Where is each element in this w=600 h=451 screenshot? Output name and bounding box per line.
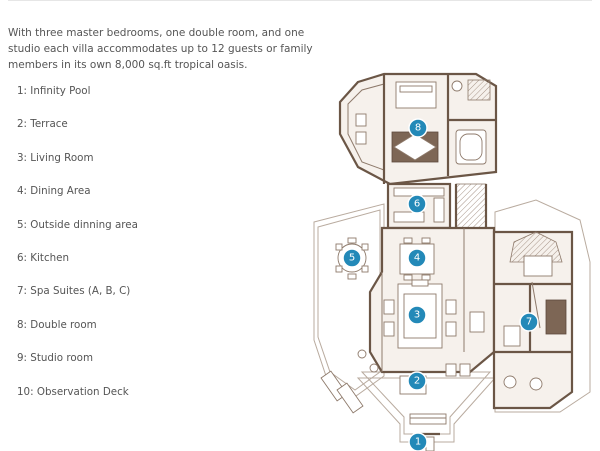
legend-item-outside-dining: 5: Outside dinning area <box>17 218 138 231</box>
deck-outline <box>313 199 591 443</box>
marker-spa-suites: 7 <box>519 312 539 332</box>
svg-text:3: 3 <box>414 310 420 321</box>
legend-item-dining-area: 4: Dining Area <box>17 185 91 198</box>
marker-dining-area: 4 <box>407 248 427 268</box>
legend-item-kitchen: 6: Kitchen <box>17 251 69 264</box>
outside-dining-area <box>335 237 369 280</box>
svg-text:6: 6 <box>414 199 420 210</box>
legend-item-infinity-pool: 1: Infinity Pool <box>17 85 91 97</box>
svg-text:7: 7 <box>526 317 532 328</box>
intro-paragraph: With three master bedrooms, one double r… <box>8 26 313 71</box>
svg-text:5: 5 <box>349 253 355 264</box>
room-legend: 1: Infinity Pool 2: Terrace 3: Living Ro… <box>17 84 138 418</box>
svg-text:8: 8 <box>415 123 421 134</box>
svg-text:2: 2 <box>414 376 420 387</box>
legend-item-terrace: 2: Terrace <box>17 118 68 131</box>
marker-living-room: 3 <box>407 305 427 325</box>
legend-item-living-room: 3: Living Room <box>17 151 94 164</box>
top-divider <box>8 0 592 1</box>
marker-terrace: 2 <box>407 371 427 391</box>
svg-text:1: 1 <box>415 437 421 448</box>
main-pavilion <box>368 226 496 374</box>
legend-item-studio-room: 9: Studio room <box>17 352 93 365</box>
marker-kitchen: 6 <box>407 194 427 214</box>
svg-text:4: 4 <box>414 253 420 264</box>
marker-double-room: 8 <box>408 118 428 138</box>
legend-item-spa-suites: 7: Spa Suites (A, B, C) <box>17 285 131 298</box>
marker-infinity-pool: 1 <box>408 432 428 451</box>
legend-item-observation-deck: 10: Observation Deck <box>17 385 129 398</box>
villa-floor-plan: 8 6 5 4 3 7 2 1 <box>313 72 591 451</box>
marker-outside-dining: 5 <box>342 248 362 268</box>
legend-item-double-room: 8: Double room <box>17 318 97 331</box>
kitchen-block <box>386 182 488 230</box>
